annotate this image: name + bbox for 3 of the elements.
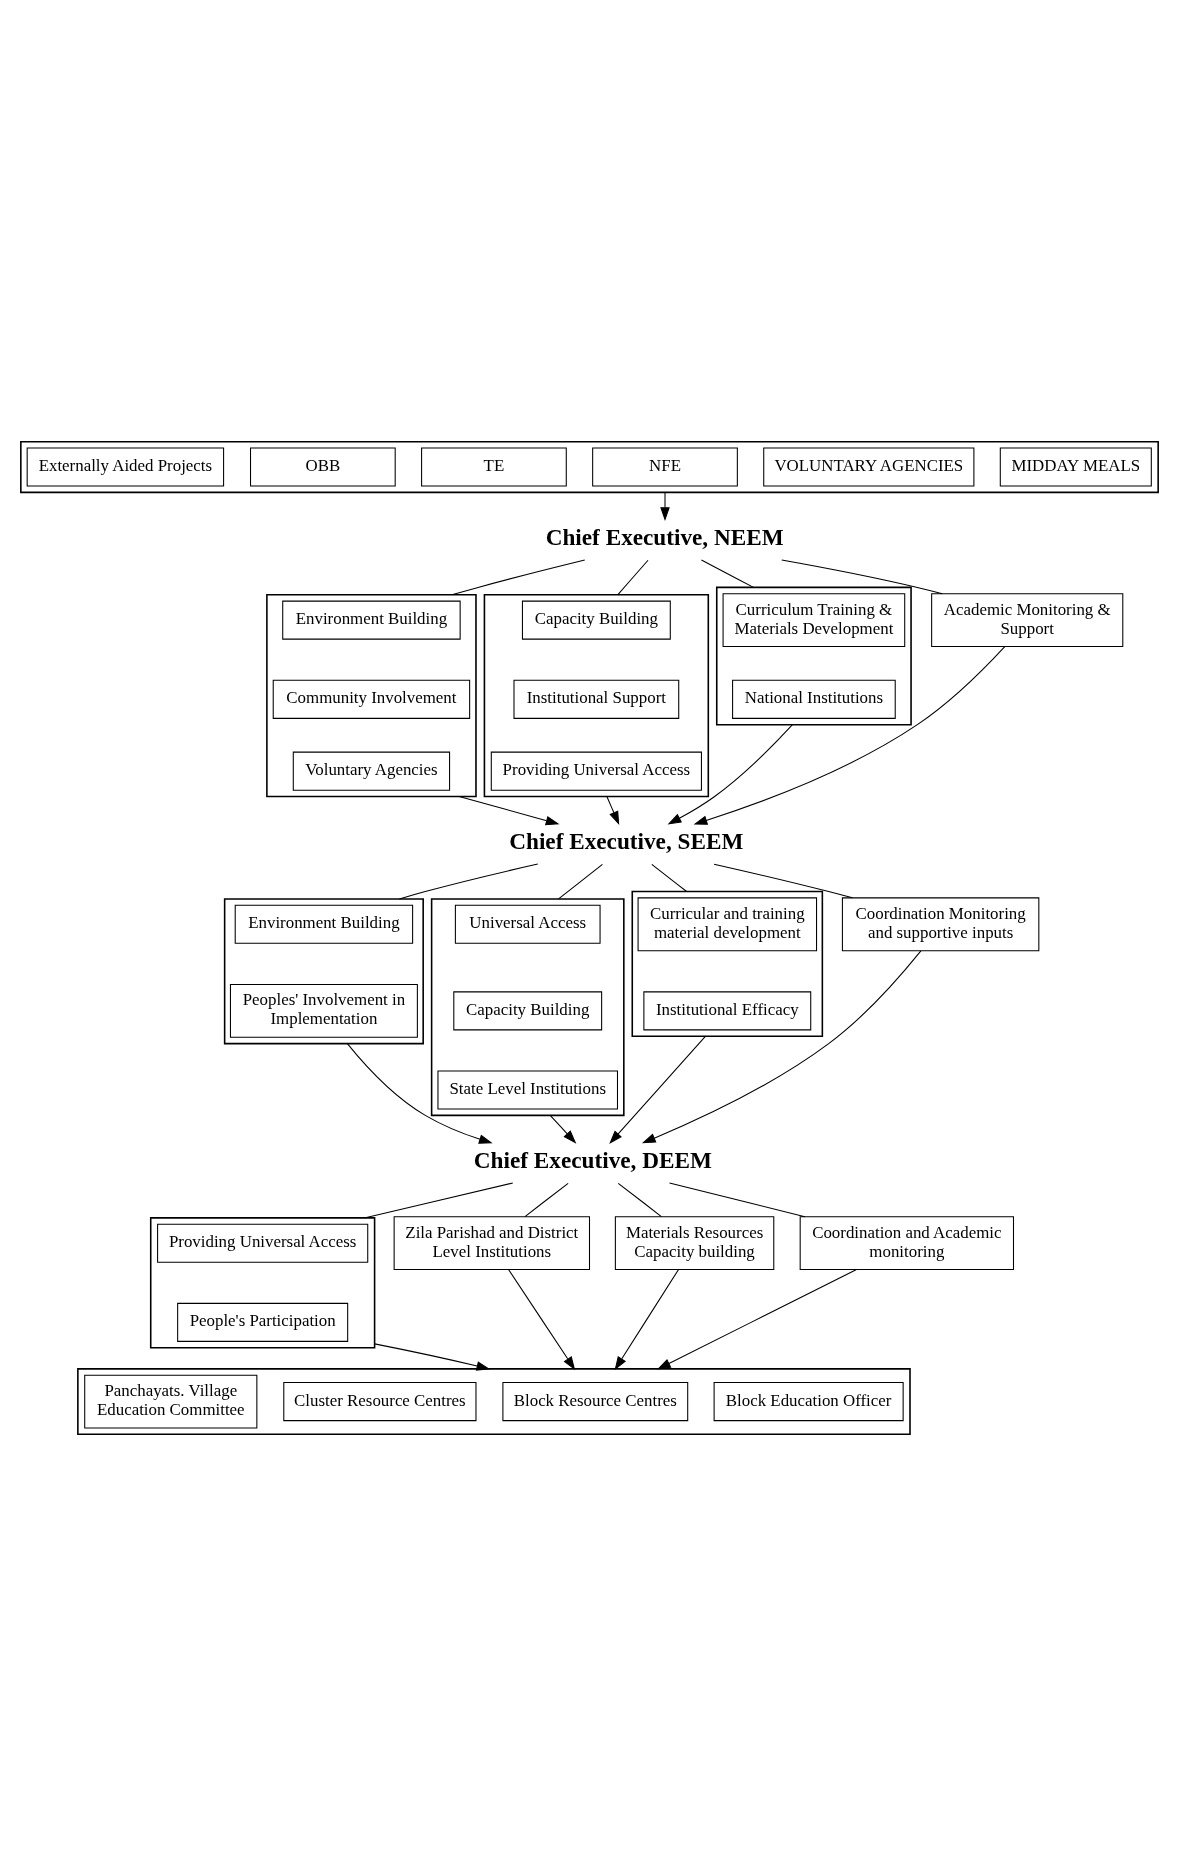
node-text: Chief Executive, SEEM <box>509 827 744 854</box>
node-text: Chief Executive, NEEM <box>545 523 784 550</box>
node-text: Chief Executive, DEEM <box>473 1146 712 1173</box>
